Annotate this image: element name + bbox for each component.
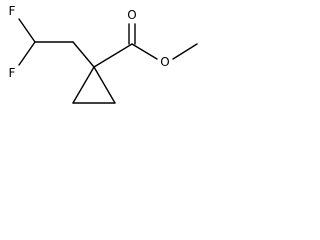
cyclopropane-bond-left	[72, 66, 95, 104]
atom-label-ester-o: O	[160, 55, 169, 69]
cyclopropane-bond-right	[93, 66, 116, 104]
bond-ch2-quaternary-c	[72, 41, 95, 68]
molecule-structure: F F O O	[9, 4, 198, 104]
atom-label-f-top: F	[9, 4, 16, 18]
bond-ester-o-methyl	[172, 43, 198, 60]
atom-label-carbonyl-o: O	[127, 8, 136, 22]
bond-quaternary-c-carbonyl-c	[93, 43, 133, 68]
atom-label-f-bottom: F	[9, 66, 16, 80]
bond-c-f-top	[18, 18, 36, 43]
bond-c-f-bottom	[18, 41, 36, 66]
bond-carbonyl-c-ester-o	[131, 43, 158, 60]
